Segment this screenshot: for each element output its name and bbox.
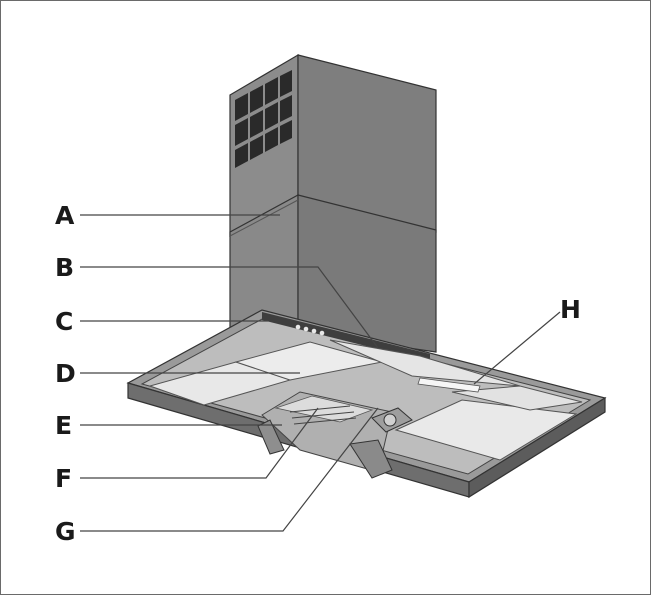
- leader-line-g: [80, 407, 379, 532]
- upper-chimney: [229, 53, 437, 237]
- label-b: B: [55, 253, 74, 282]
- label-h: H: [560, 295, 581, 324]
- button-dot: [303, 326, 309, 332]
- button-dot: [295, 324, 301, 330]
- lower-chimney: [229, 193, 437, 353]
- light-strip: [417, 377, 481, 393]
- label-c: C: [55, 307, 73, 336]
- label-g: G: [55, 517, 76, 546]
- label-d: D: [55, 359, 76, 388]
- control-panel: [262, 312, 430, 362]
- motor-unit: [257, 391, 413, 479]
- leader-line-h: [473, 311, 561, 385]
- label-e: E: [55, 411, 72, 440]
- leader-line-f: [80, 407, 319, 479]
- label-f: F: [55, 464, 72, 493]
- leader-lines: [80, 214, 561, 532]
- button-dot: [311, 328, 317, 334]
- leader-line-b: [80, 266, 379, 349]
- label-a: A: [55, 201, 75, 230]
- button-dot: [319, 330, 325, 336]
- vent-grille: [235, 70, 292, 168]
